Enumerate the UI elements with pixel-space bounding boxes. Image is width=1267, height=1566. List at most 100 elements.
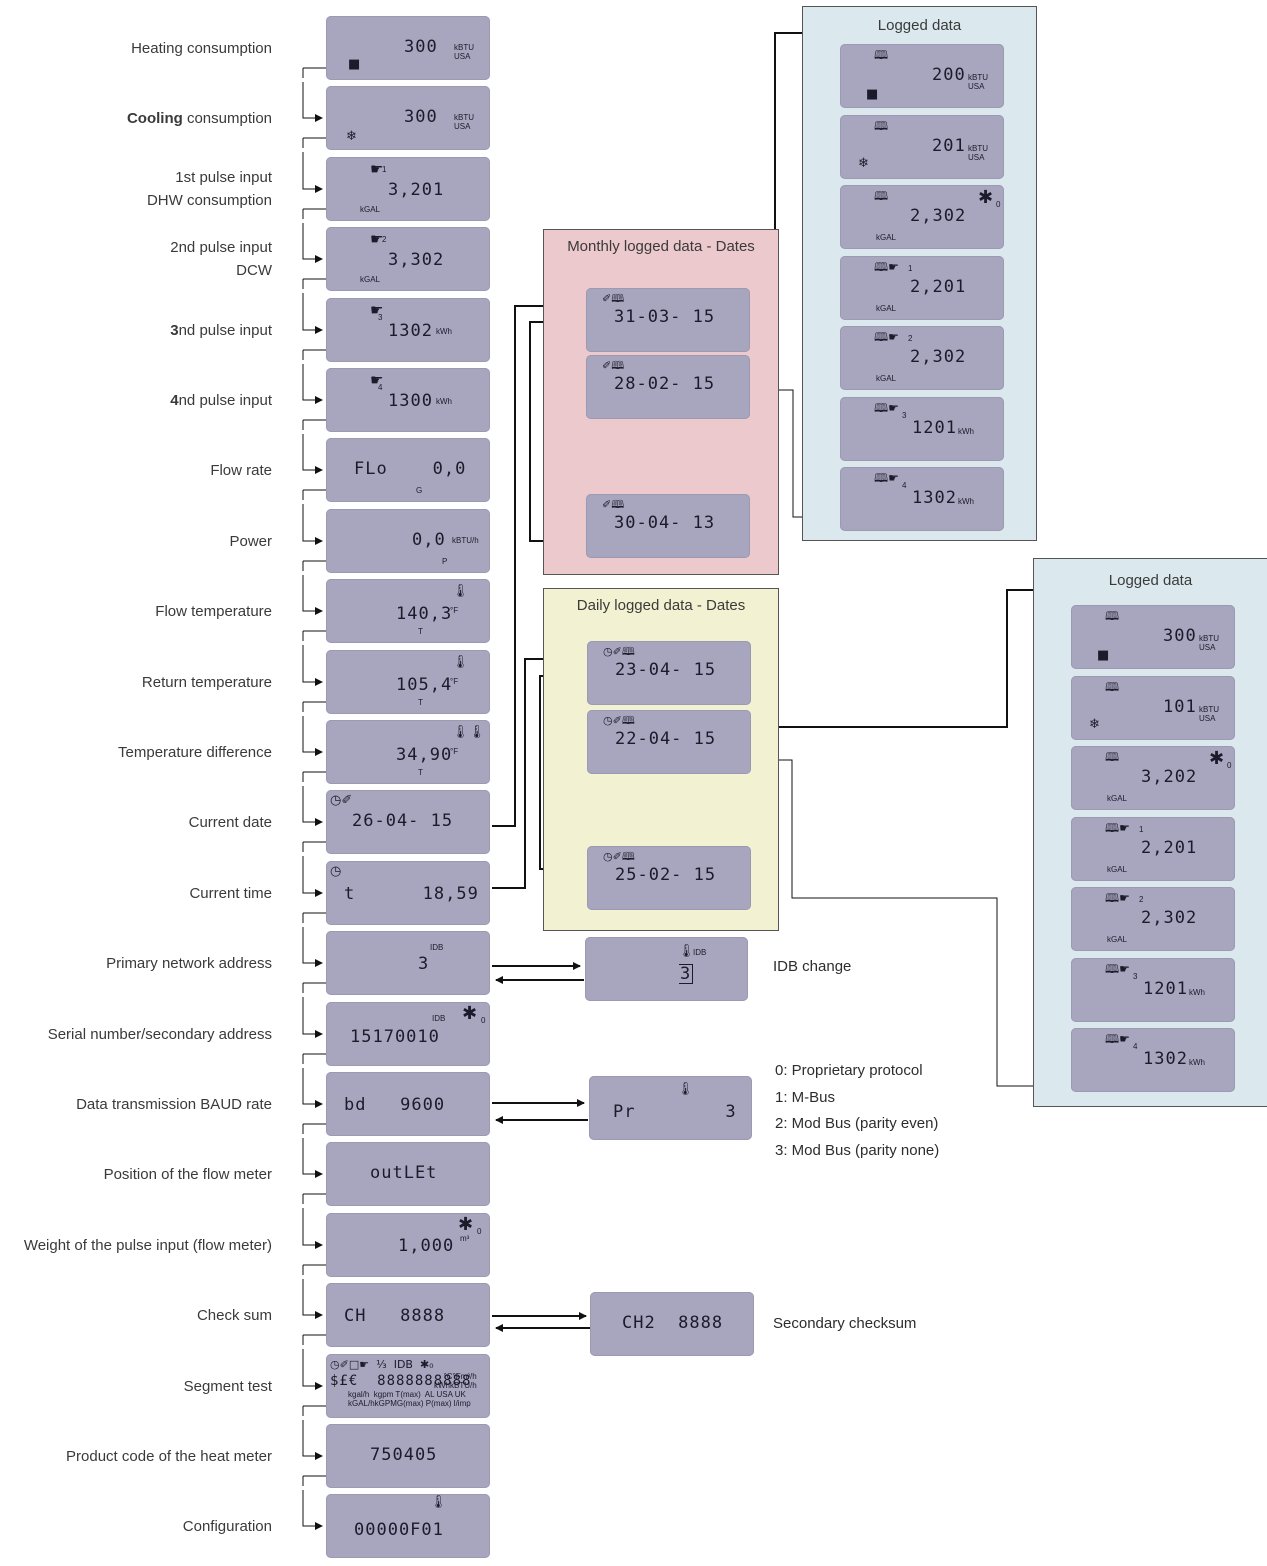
- display-unit: kGAL: [360, 205, 381, 214]
- display-18[interactable]: CH 8888: [326, 1283, 490, 1347]
- asterisk-index: 0: [477, 1227, 482, 1236]
- row-label-text: nd pulse input: [178, 391, 272, 409]
- pulse-index: 3: [378, 313, 383, 322]
- row-label-text: Flow temperature: [155, 602, 272, 620]
- pulse-index: 4: [1133, 1042, 1138, 1051]
- thermometer-icon: 🌡: [452, 584, 469, 599]
- config-icon: 🌡: [677, 1082, 694, 1097]
- book-icon: 🕮☛: [874, 400, 899, 415]
- row-label: 2nd pulse input DCW: [170, 236, 272, 282]
- logged-unit: kBTU USA: [968, 143, 988, 162]
- display-unit: kBTU USA: [454, 43, 474, 61]
- row-label: Configuration: [183, 1515, 272, 1538]
- row-label-text: Weight of the pulse input (flow meter): [23, 1236, 272, 1254]
- segment-test-line1: ◷✐□☛ ¹⁄₃ IDB ✱₀: [330, 1358, 434, 1371]
- chain-arrow: [302, 983, 322, 1034]
- book-icon: 🕮☛: [1105, 891, 1130, 905]
- logged-value: 3,202: [1141, 767, 1198, 787]
- display-15[interactable]: bd 9600: [326, 1072, 490, 1136]
- display-unit: kWh: [436, 397, 452, 406]
- chain-arrow: [302, 138, 322, 189]
- monthly-date-display[interactable]: ✐🕮30-04- 13: [586, 494, 750, 558]
- monthly-date-display[interactable]: ✐🕮28-02- 15: [586, 355, 750, 419]
- protocol-option: 2: Mod Bus (parity even): [775, 1115, 939, 1132]
- logged-value: 1302: [912, 488, 957, 508]
- config-icon: 🌡: [430, 1495, 447, 1510]
- display-unit: °F: [450, 677, 459, 686]
- date-value: 22-04- 15: [615, 729, 717, 749]
- pulse-index: 1: [908, 263, 913, 273]
- pulse-index: 3: [1133, 971, 1138, 981]
- row-label: Cooling consumption: [127, 107, 272, 130]
- display-unit: kWh: [436, 327, 452, 336]
- daily-date-display[interactable]: ◷✐🕮22-04- 15: [587, 710, 751, 774]
- display-sub-label: IDB: [432, 1014, 446, 1023]
- row-label-text: Flow rate: [210, 461, 272, 479]
- logged-unit: kWh: [1189, 987, 1205, 997]
- clock-calendar-icon: ◷✐: [330, 793, 353, 808]
- calendar-book-icon: ✐🕮: [602, 292, 625, 305]
- monthly-date-display[interactable]: ✐🕮31-03- 15: [586, 288, 750, 352]
- display-unit: kBTU USA: [454, 113, 474, 131]
- row-label: 4nd pulse input: [170, 389, 272, 412]
- row-label: 1st pulse input DHW consumption: [147, 166, 272, 212]
- display-value: t 18,59: [344, 884, 479, 904]
- clock-icon: ◷: [330, 864, 342, 879]
- row-label-text: 1st pulse input DHW consumption: [146, 169, 272, 209]
- display-11[interactable]: 26-04- 15 ◷✐: [326, 790, 490, 854]
- tap-icon: ☛: [370, 230, 384, 248]
- row-label-text: consumption: [182, 109, 272, 127]
- segment-test-line4: kGAL/hkGPMG(max) P(max) l/imp: [348, 1399, 471, 1408]
- display-16[interactable]: outLEt: [326, 1142, 490, 1206]
- row-label-text: Serial number/secondary address: [47, 1025, 272, 1043]
- row-label-text: Temperature difference: [118, 743, 272, 761]
- row-label-bold: Cooling: [126, 109, 183, 127]
- row-label-text: nd pulse input: [178, 321, 272, 339]
- display-21[interactable]: 00000F01🌡: [326, 1494, 490, 1558]
- daily-date-display[interactable]: ◷✐🕮23-04- 15: [587, 641, 751, 705]
- display-value: 1302: [388, 321, 433, 341]
- snowflake-icon: ❄: [858, 155, 869, 171]
- logged-unit: kGAL: [876, 233, 897, 242]
- asterisk-index: 0: [996, 200, 1001, 209]
- logged-unit: kGAL: [876, 303, 897, 313]
- display-value: 26-04- 15: [352, 811, 454, 831]
- row-label: Data transmission BAUD rate: [76, 1093, 272, 1116]
- display-12[interactable]: t 18,59◷: [326, 861, 490, 925]
- display-20[interactable]: 750405: [326, 1424, 490, 1488]
- chain-arrow: [302, 490, 322, 541]
- chain-arrow: [302, 68, 322, 118]
- display-value: 0,0: [412, 530, 446, 550]
- daily-date-display[interactable]: ◷✐🕮25-02- 15: [587, 846, 751, 910]
- logged-value: 1302: [1143, 1049, 1188, 1069]
